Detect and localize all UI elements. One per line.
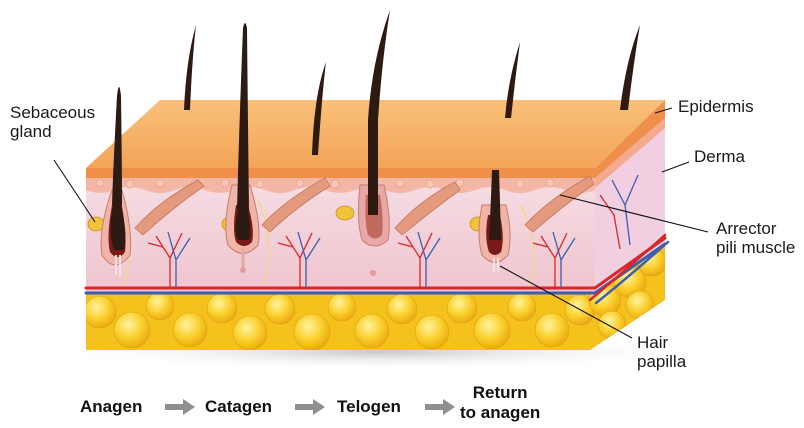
cycle-arrow-icon: [425, 399, 455, 415]
hair-shaft-top-left: [184, 25, 196, 110]
stage-return-line2: to anagen: [460, 403, 540, 423]
cycle-arrow-icon: [295, 399, 325, 415]
label-derma: Derma: [694, 147, 745, 166]
stage-anagen: Anagen: [80, 397, 142, 417]
stage-return-line1: Return: [460, 383, 540, 403]
stage-return-to-anagen: Return to anagen: [460, 383, 540, 423]
label-sebaceous-line2: gland: [10, 122, 95, 141]
label-sebaceous-gland: Sebaceous gland: [10, 103, 95, 141]
stage-telogen: Telogen: [337, 397, 401, 417]
label-arrector-pili-muscle: Arrector pili muscle: [716, 219, 795, 257]
label-arrector-line2: pili muscle: [716, 238, 795, 257]
cycle-arrow-icon: [165, 399, 195, 415]
label-papilla-line1: Hair: [637, 333, 686, 352]
hair-shaft-right: [620, 25, 640, 110]
label-epidermis: Epidermis: [678, 97, 754, 116]
label-papilla-line2: papilla: [637, 352, 686, 371]
label-sebaceous-line1: Sebaceous: [10, 103, 95, 122]
stage-catagen: Catagen: [205, 397, 272, 417]
label-hair-papilla: Hair papilla: [637, 333, 686, 371]
label-arrector-line1: Arrector: [716, 219, 795, 238]
